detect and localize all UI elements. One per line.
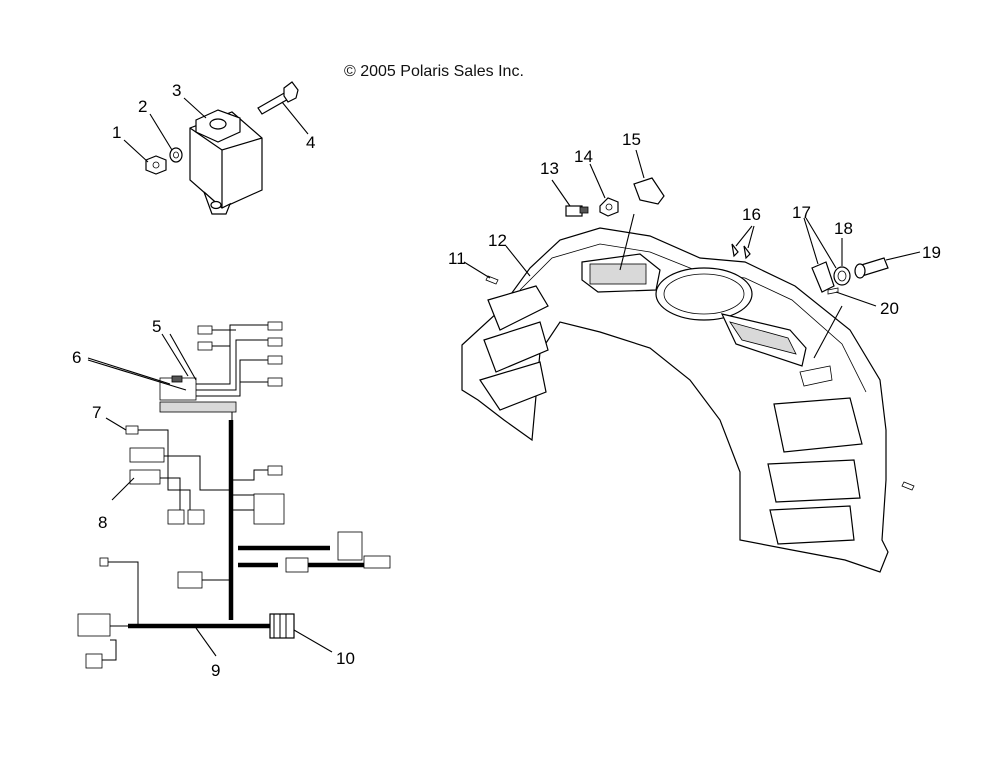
callout-19: 19 (922, 243, 941, 262)
callout-13: 13 (540, 159, 559, 178)
callout-labels: 1 2 3 4 5 6 7 8 9 10 11 12 13 14 15 16 1… (72, 81, 941, 680)
callout-9: 9 (211, 661, 220, 680)
callout-4: 4 (306, 133, 315, 152)
wiring-harness-icon (77, 321, 391, 669)
dash-panel-icon (461, 177, 915, 573)
callout-6: 6 (72, 348, 81, 367)
copyright-text: © 2005 Polaris Sales Inc. (344, 63, 524, 80)
callout-20: 20 (880, 299, 899, 318)
callout-5: 5 (152, 317, 161, 336)
cdi-module-icon (145, 81, 299, 215)
callout-1: 1 (112, 123, 121, 142)
callout-10: 10 (336, 649, 355, 668)
callout-14: 14 (574, 147, 593, 166)
callout-11: 11 (448, 249, 466, 268)
leader-lines (87, 97, 921, 657)
callout-17: 17 (792, 203, 811, 222)
callout-2: 2 (138, 97, 147, 116)
callout-15: 15 (622, 130, 641, 149)
callout-7: 7 (92, 403, 101, 422)
callout-3: 3 (172, 81, 181, 100)
callout-18: 18 (834, 219, 853, 238)
callout-12: 12 (488, 231, 507, 250)
callout-8: 8 (98, 513, 107, 532)
callout-16: 16 (742, 205, 761, 224)
